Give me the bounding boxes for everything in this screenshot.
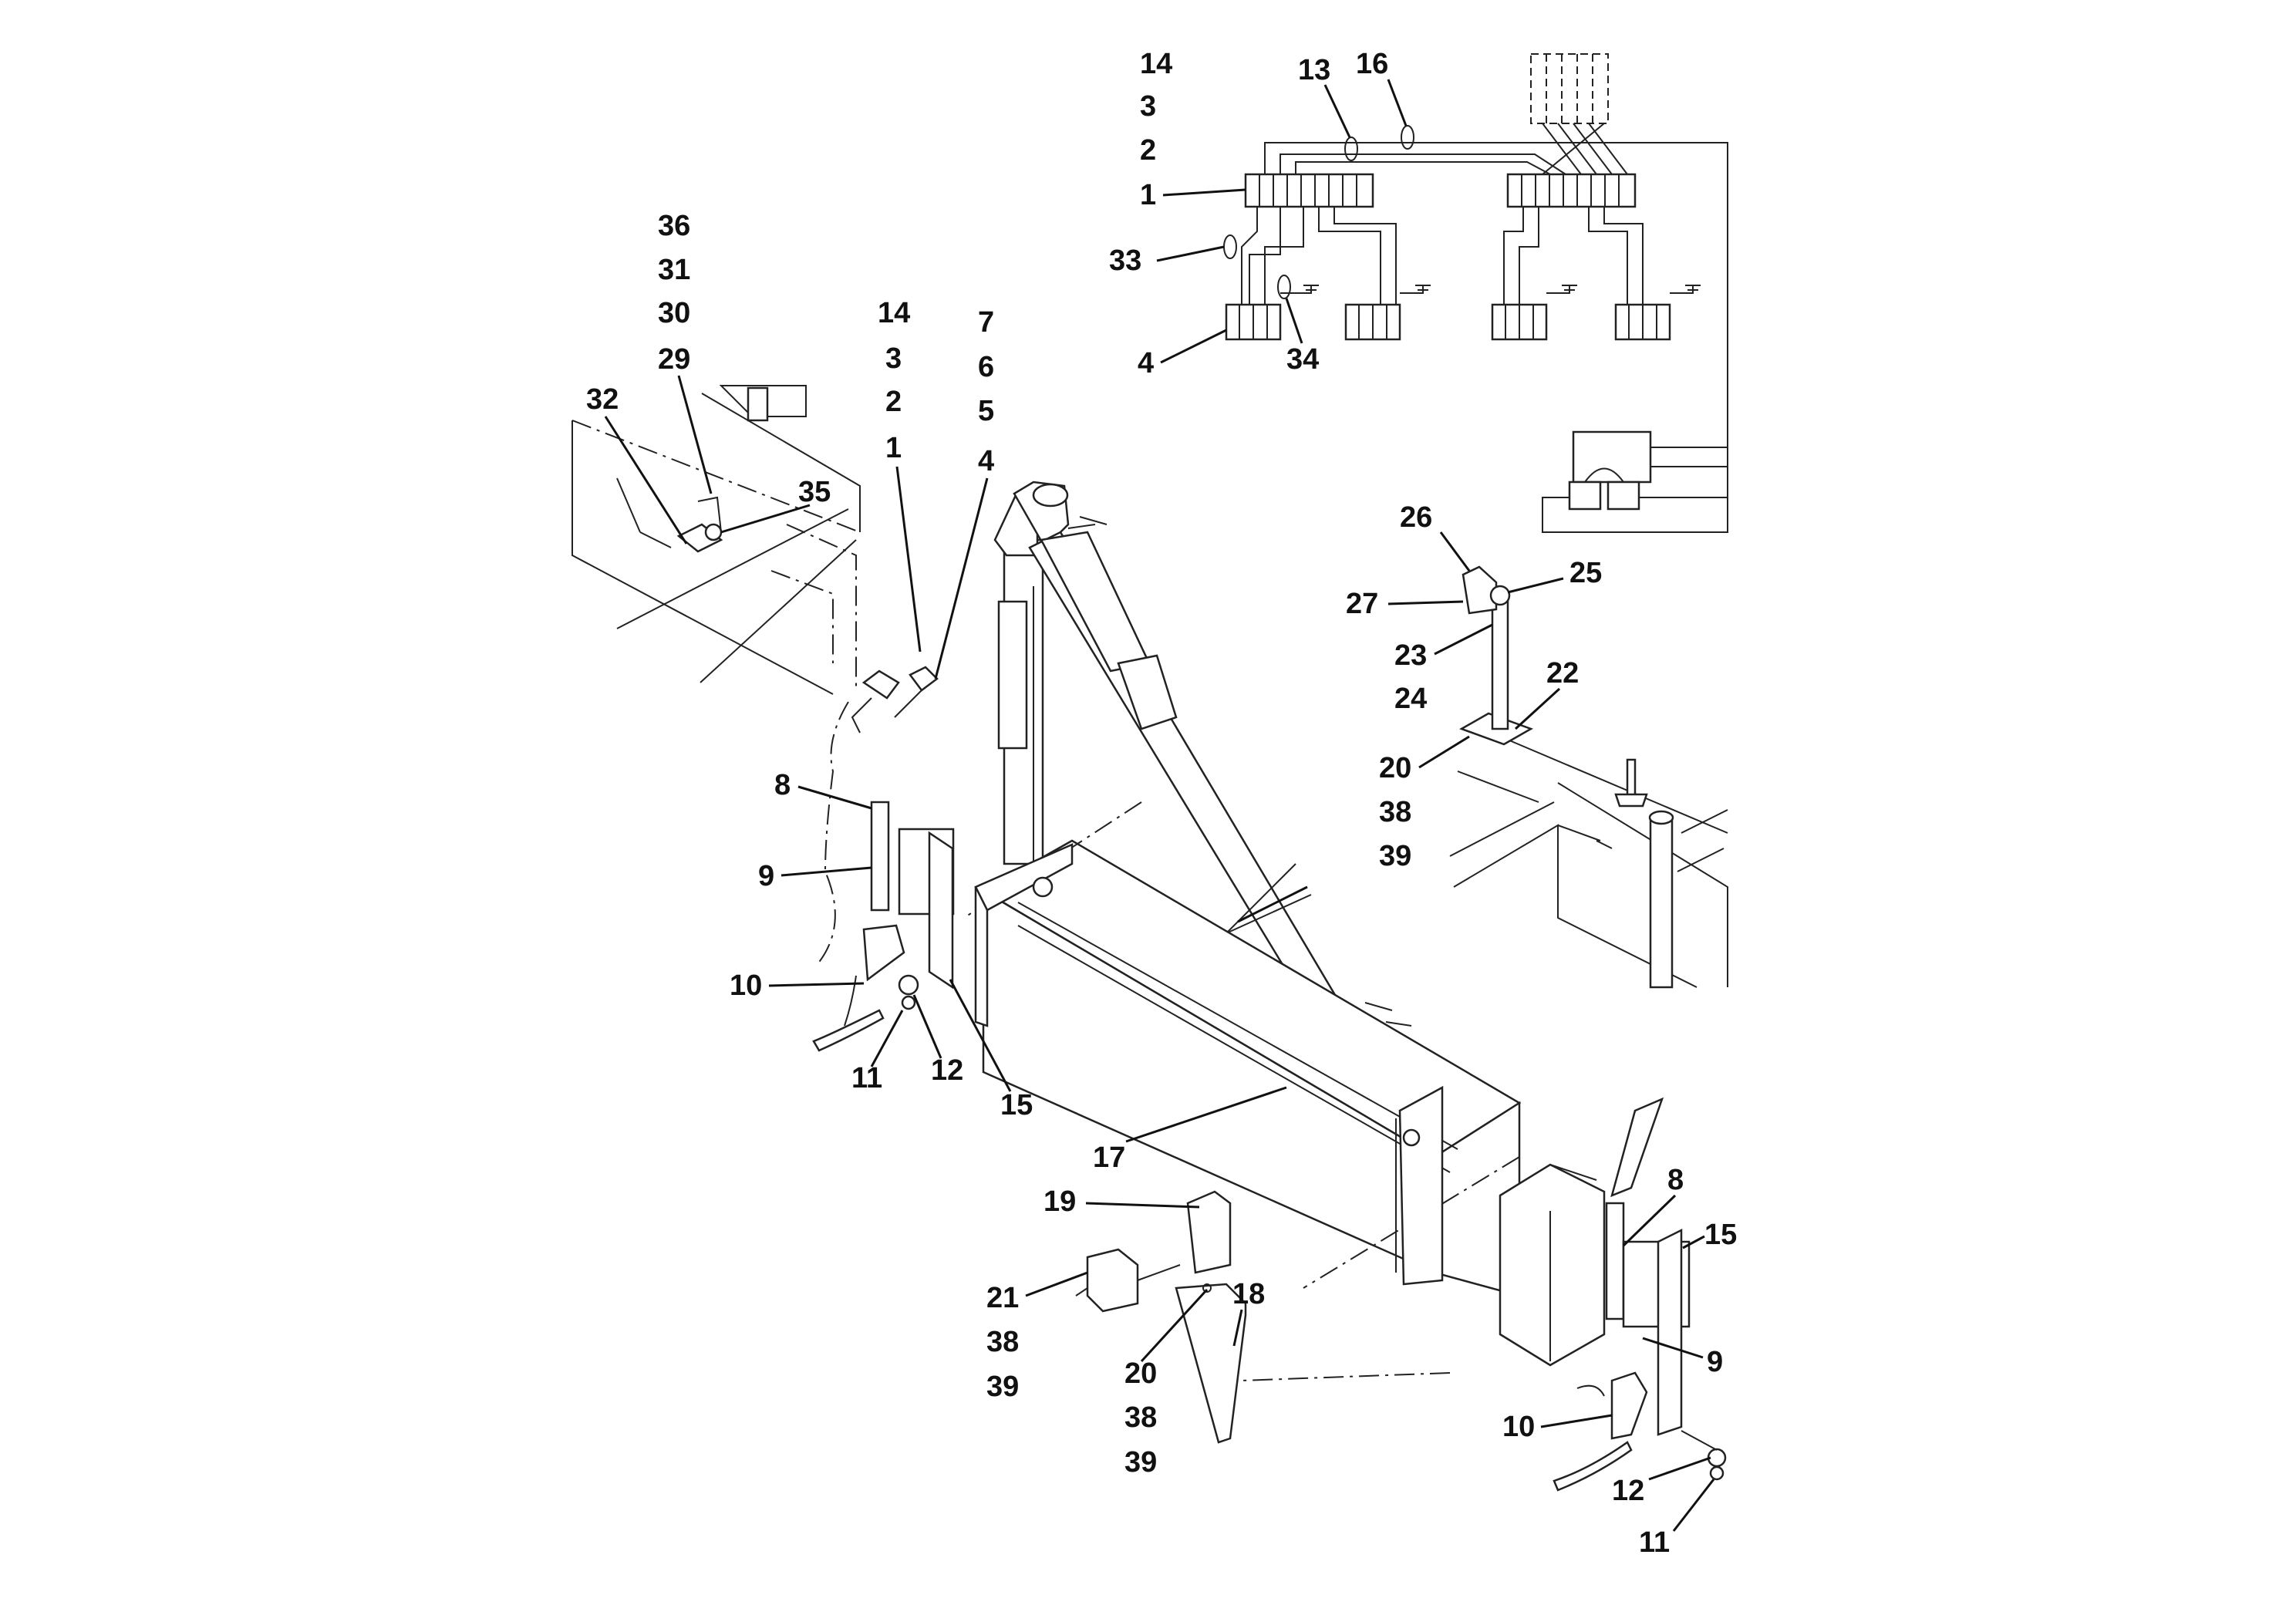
label-24: 24 bbox=[1394, 683, 1427, 715]
label-14-mid: 14 bbox=[878, 297, 910, 329]
bracket-18 bbox=[1175, 1283, 1247, 1444]
label-21: 21 bbox=[986, 1282, 1019, 1314]
arm-bar-15 bbox=[928, 831, 954, 990]
label-39-b: 39 bbox=[1124, 1446, 1157, 1479]
label-36: 36 bbox=[658, 210, 690, 242]
left-arm-assembly bbox=[812, 801, 955, 1052]
detail-arm bbox=[1610, 1097, 1664, 1198]
label-39-c: 39 bbox=[1379, 840, 1411, 872]
label-4-mid: 4 bbox=[978, 445, 994, 477]
label-1-mid: 1 bbox=[885, 432, 902, 464]
sensor-post bbox=[1459, 565, 1533, 746]
label-26: 26 bbox=[1400, 501, 1432, 534]
label-7: 7 bbox=[978, 306, 994, 339]
label-13: 13 bbox=[1298, 54, 1330, 86]
label-11-detail: 11 bbox=[1639, 1526, 1670, 1559]
left-arm-labels: 8 9 10 11 12 15 17 bbox=[730, 769, 1287, 1174]
wiring-labels: 14 3 2 1 33 4 34 13 16 bbox=[1109, 48, 1408, 379]
label-34: 34 bbox=[1286, 343, 1319, 376]
label-35: 35 bbox=[798, 476, 831, 508]
label-32: 32 bbox=[586, 383, 619, 416]
detail-housing bbox=[1499, 1163, 1606, 1367]
label-1: 1 bbox=[1140, 179, 1156, 211]
label-15: 15 bbox=[1000, 1089, 1033, 1121]
arm-cylinder-8 bbox=[870, 801, 890, 912]
left-labels: 36 31 30 29 32 35 14 3 2 1 7 6 5 4 bbox=[586, 210, 994, 679]
detail-shoe-10 bbox=[1610, 1371, 1648, 1440]
label-9-detail: 9 bbox=[1707, 1346, 1723, 1378]
terminal-strip-left bbox=[1244, 173, 1374, 208]
label-12: 12 bbox=[931, 1054, 963, 1087]
detail-labels: 8 15 9 10 12 11 bbox=[1502, 1164, 1737, 1559]
label-3: 3 bbox=[1140, 90, 1156, 123]
label-19: 19 bbox=[1043, 1185, 1076, 1218]
label-12-detail: 12 bbox=[1612, 1475, 1644, 1507]
label-11: 11 bbox=[851, 1062, 882, 1094]
label-27: 27 bbox=[1346, 588, 1378, 620]
label-20-a: 20 bbox=[1124, 1357, 1157, 1390]
wiring-schematic bbox=[1223, 53, 1728, 533]
label-29: 29 bbox=[658, 343, 690, 376]
post-labels: 26 25 27 23 24 22 20 38 39 bbox=[1346, 501, 1602, 872]
label-30: 30 bbox=[658, 297, 690, 329]
label-15-detail: 15 bbox=[1704, 1219, 1737, 1251]
label-2: 2 bbox=[1140, 134, 1156, 167]
vehicle-body-left bbox=[571, 385, 939, 965]
label-22: 22 bbox=[1546, 657, 1579, 690]
label-23: 23 bbox=[1394, 639, 1427, 672]
post-23 bbox=[1491, 600, 1509, 730]
label-16: 16 bbox=[1356, 48, 1388, 80]
label-25: 25 bbox=[1569, 557, 1602, 589]
label-2-mid: 2 bbox=[885, 386, 902, 418]
sensor-bracket-32 bbox=[676, 523, 723, 553]
main-frame bbox=[963, 481, 1522, 1381]
terminal-strip-right bbox=[1506, 173, 1637, 208]
label-18: 18 bbox=[1232, 1278, 1265, 1310]
label-14: 14 bbox=[1140, 48, 1172, 80]
relay-21 bbox=[1086, 1248, 1139, 1313]
label-5: 5 bbox=[978, 395, 994, 427]
label-38-c: 38 bbox=[1379, 796, 1411, 828]
mount-plate-right bbox=[1398, 1085, 1444, 1286]
label-8-detail: 8 bbox=[1667, 1164, 1684, 1196]
label-10: 10 bbox=[730, 969, 762, 1002]
control-box bbox=[1572, 430, 1652, 484]
detail-bar-15 bbox=[1657, 1228, 1683, 1436]
label-20-b: 20 bbox=[1379, 752, 1411, 784]
bracket-19 bbox=[1186, 1190, 1232, 1274]
pipe bbox=[1649, 816, 1674, 989]
shoe-bracket-10 bbox=[862, 924, 905, 982]
detail-view bbox=[1499, 1097, 1727, 1492]
label-8: 8 bbox=[774, 769, 791, 801]
label-31: 31 bbox=[658, 254, 690, 286]
post-stub bbox=[747, 386, 769, 422]
detail-cylinder-8 bbox=[1605, 1202, 1625, 1320]
label-10-detail: 10 bbox=[1502, 1411, 1535, 1443]
label-9: 9 bbox=[758, 860, 774, 892]
bottom-bracket-group bbox=[1075, 1190, 1247, 1444]
label-6: 6 bbox=[978, 351, 994, 383]
label-38-b: 38 bbox=[1124, 1401, 1157, 1434]
label-4: 4 bbox=[1138, 347, 1154, 379]
label-39-a: 39 bbox=[986, 1371, 1019, 1403]
label-38-a: 38 bbox=[986, 1326, 1019, 1358]
sensor-26 bbox=[1462, 565, 1498, 615]
label-3-mid: 3 bbox=[885, 342, 902, 375]
label-17: 17 bbox=[1093, 1141, 1125, 1174]
ground-icon bbox=[1280, 285, 1701, 294]
cylinder-left bbox=[997, 600, 1028, 750]
label-33: 33 bbox=[1109, 244, 1141, 277]
bottom-bracket-labels: 19 21 38 39 18 20 38 39 bbox=[986, 1185, 1265, 1479]
vehicle-body-right bbox=[1449, 724, 1728, 989]
